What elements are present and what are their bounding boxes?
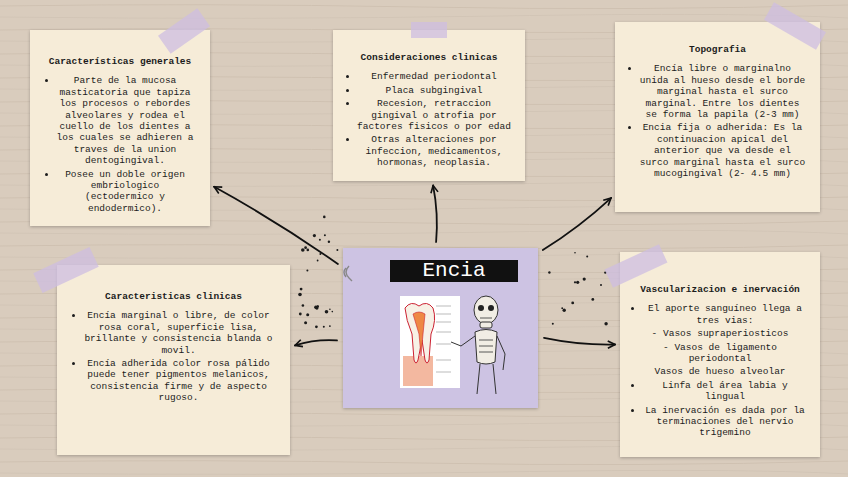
card-text: La inervación es dada por la terminacion… bbox=[630, 405, 810, 439]
card-text: Posee un doble origen embriologico (ecto… bbox=[44, 169, 196, 215]
bullet-dot bbox=[631, 384, 634, 387]
card-text: Recesion, retraccion gingival o atrofia … bbox=[345, 98, 513, 132]
topography-card: TopografiaEncía libre o marginalno unida… bbox=[615, 22, 820, 212]
tape-strip bbox=[411, 22, 447, 38]
vascularization-card: Vascularizacion e inervación El aporte sa… bbox=[620, 252, 820, 457]
clinical-features-card: Caracteristicas clinicasEncía marginal o… bbox=[57, 265, 290, 455]
bullet-dot bbox=[631, 307, 634, 310]
arrow-connector bbox=[543, 198, 611, 250]
card-heading: Vascularizacion e inervación bbox=[630, 284, 810, 295]
card-text: Linfa del área labia y lingual bbox=[630, 380, 810, 403]
card-heading: Caracteristicas clinicas bbox=[71, 291, 276, 302]
central-topic-card: Encia bbox=[343, 248, 538, 408]
bullet-dot bbox=[631, 409, 634, 412]
bullet-dot bbox=[628, 67, 631, 70]
card-heading: Topografia bbox=[627, 44, 808, 55]
bullet-dot bbox=[346, 102, 349, 105]
card-text: Placa subgingival bbox=[345, 85, 513, 96]
arrow-connector bbox=[214, 187, 338, 264]
card-text: Enfermedad periodontal bbox=[345, 71, 513, 82]
card-text: Encia fija o adherida: Es la continuacio… bbox=[627, 122, 808, 179]
bullet-dot bbox=[346, 138, 349, 141]
clinical-considerations-card: Consideraciones clinicasEnfermedad perio… bbox=[333, 30, 525, 181]
card-text: Parte de la mucosa masticatoria que tapi… bbox=[44, 75, 196, 166]
card-heading: Consideraciones clinicas bbox=[345, 52, 513, 63]
card-text: - Vasos supraperiosticos bbox=[630, 328, 810, 339]
card-text: Encía adherida color rosa pálido puede t… bbox=[71, 358, 276, 404]
arrow-connector bbox=[295, 340, 337, 345]
card-text: Encía libre o marginalno unida al hueso … bbox=[627, 63, 808, 120]
bullet-dot bbox=[45, 173, 48, 176]
arrow-connector bbox=[433, 186, 437, 243]
card-heading: Características generales bbox=[44, 56, 196, 67]
title-banner: Encia bbox=[390, 260, 518, 282]
bullet-dot bbox=[45, 79, 48, 82]
bullet-dot bbox=[72, 362, 75, 365]
bullet-dot bbox=[628, 126, 631, 129]
card-text: Vasos de hueso alveolar bbox=[630, 366, 810, 377]
general-features-card: Características generalesParte de la muc… bbox=[30, 30, 210, 226]
bullet-dot bbox=[72, 314, 75, 317]
bullet-dot bbox=[346, 75, 349, 78]
card-text: Encía marginal o libre, de color rosa co… bbox=[71, 310, 276, 356]
card-text: El aporte sanguíneo llega a tres vias: bbox=[630, 303, 810, 326]
arrow-connector bbox=[544, 338, 615, 345]
card-text: Otras alteraciones por infeccion, medica… bbox=[345, 134, 513, 168]
bullet-dot bbox=[346, 89, 349, 92]
card-text: - Vasos de ligamento periodontal bbox=[630, 342, 810, 365]
